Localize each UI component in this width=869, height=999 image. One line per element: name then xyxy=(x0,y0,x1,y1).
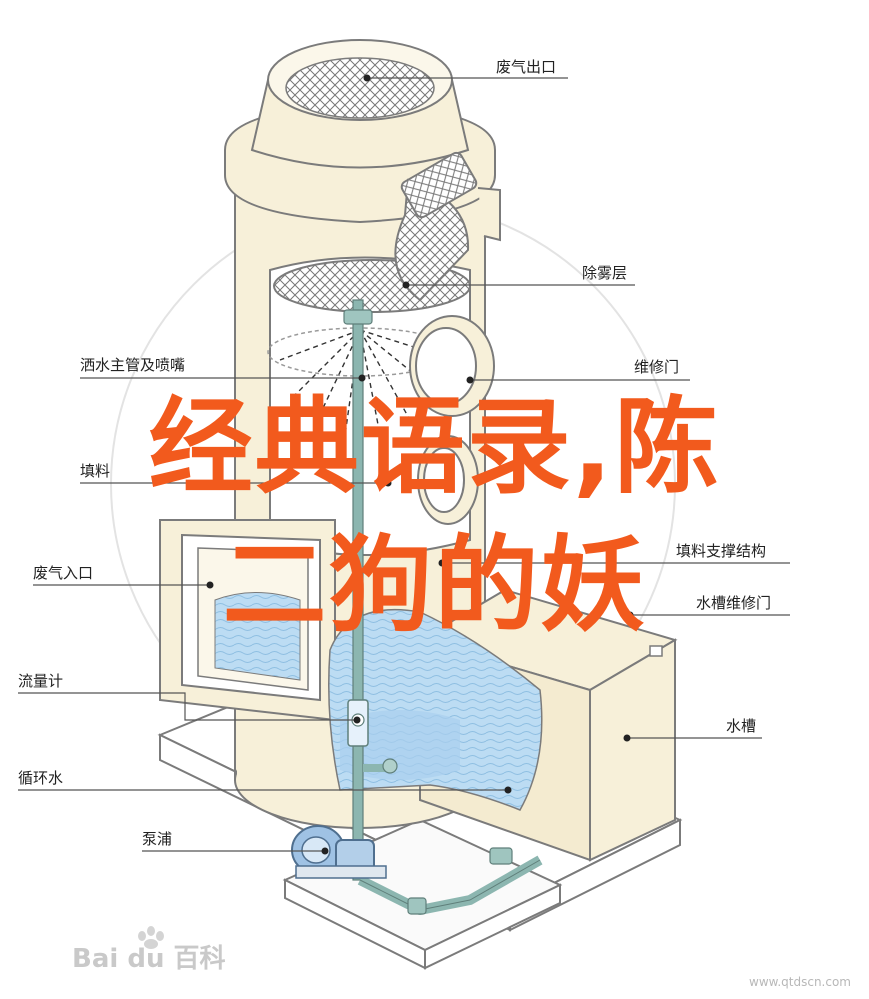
service-door xyxy=(409,315,495,525)
watermark-url: www.qtdscn.com xyxy=(749,975,851,989)
label-exhaust-outlet: 废气出口 xyxy=(496,58,556,76)
label-flowmeter: 流量计 xyxy=(18,672,63,690)
overlay-headline-line1: 经典语录,陈 xyxy=(148,386,721,508)
watermark-logo: Bai du 百科 xyxy=(72,944,226,974)
label-tank-service-door: 水槽维修门 xyxy=(696,594,771,612)
label-packing: 填料 xyxy=(80,462,110,480)
pump xyxy=(291,825,387,879)
inlet-duct xyxy=(159,519,336,722)
label-service-door: 维修门 xyxy=(634,358,679,376)
label-circulating-water: 循环水 xyxy=(18,769,63,787)
paw-logo-icon xyxy=(138,926,164,949)
callout-dot-icon xyxy=(206,74,634,855)
callout-labels: 废气出口 除雾层 洒水主管及喷嘴 维修门 填料 填料支撑结构 废气入口 水槽维修… xyxy=(18,58,771,848)
label-water-tank: 水槽 xyxy=(726,717,756,735)
label-spray-pipe: 洒水主管及喷嘴 xyxy=(80,356,185,374)
callout-lines xyxy=(18,77,790,852)
label-packing-support: 填料支撑结构 xyxy=(676,542,766,560)
label-exhaust-inlet: 废气入口 xyxy=(33,564,93,582)
exhaust-outlet-neck xyxy=(250,39,470,169)
label-pump: 泵浦 xyxy=(142,830,172,848)
overlay-headline-line2: 二狗的妖 xyxy=(222,524,647,646)
water-body xyxy=(328,608,543,811)
label-mist-layer: 除雾层 xyxy=(582,264,627,282)
